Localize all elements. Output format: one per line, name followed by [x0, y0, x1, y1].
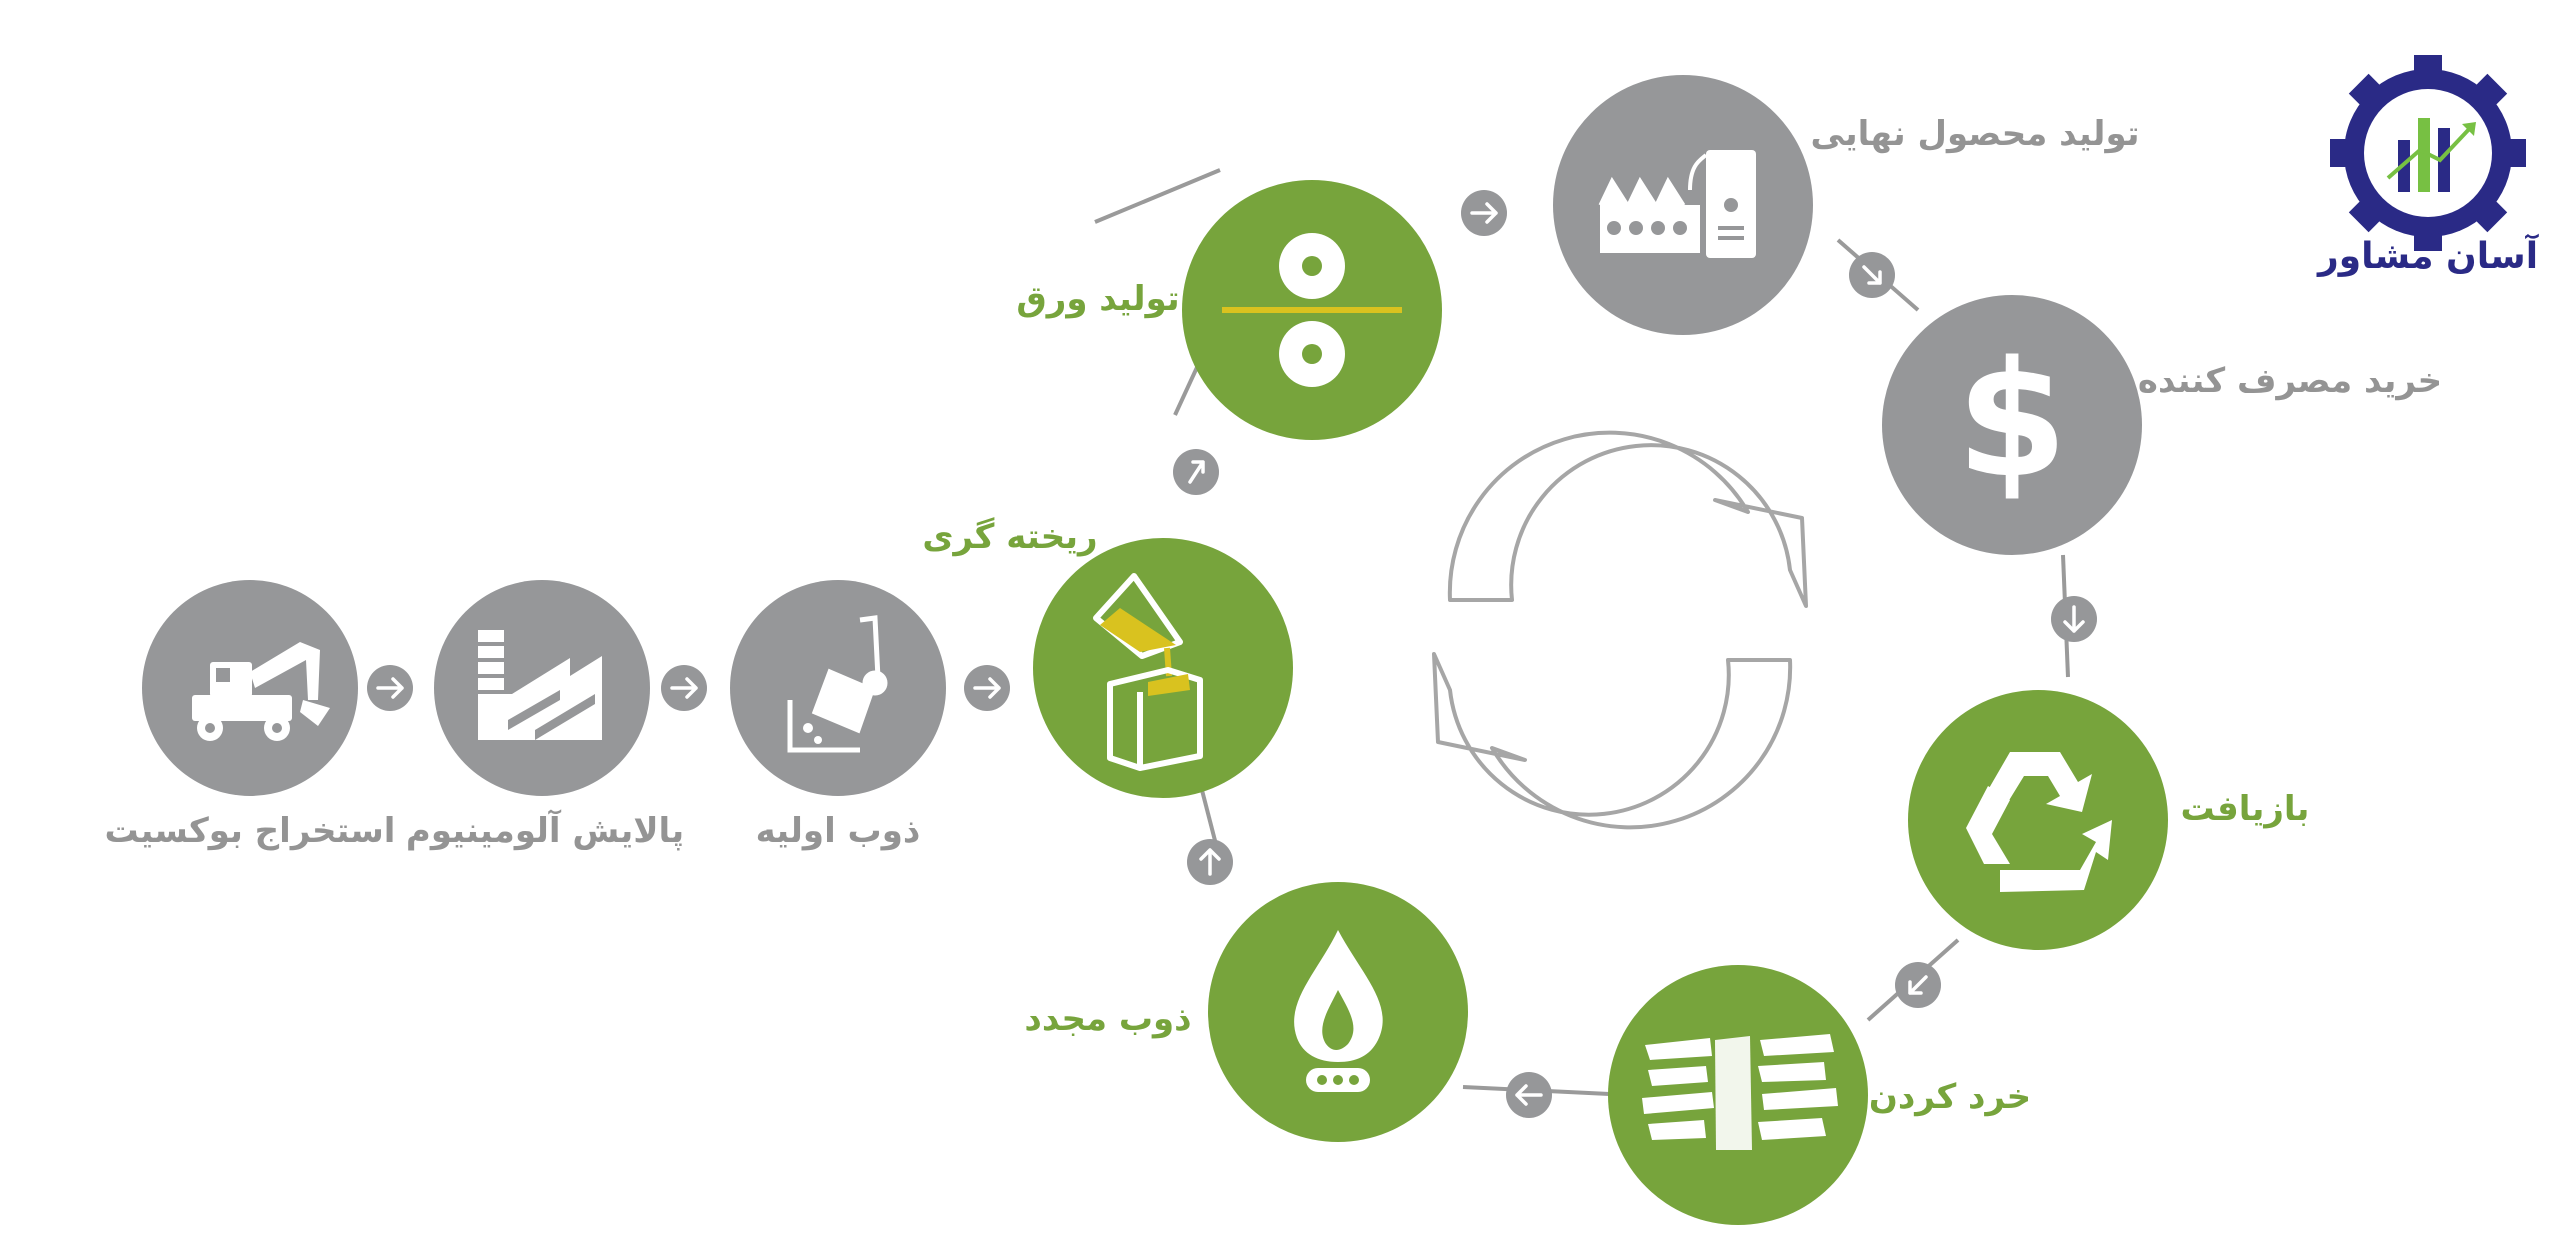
stage-consumer-purchase: $	[1882, 295, 2142, 555]
label-recycling: بازیافت	[2181, 789, 2310, 829]
arrow-badge-3	[964, 665, 1010, 711]
casting-mold-icon	[1093, 573, 1203, 771]
bar-chart-icon	[2386, 118, 2476, 192]
arrow-badge-10	[1187, 839, 1233, 885]
label-remelting: ذوب مجدد	[1024, 999, 1191, 1039]
arrow-badge-5	[1461, 190, 1507, 236]
stage-primary-smelting	[730, 580, 946, 796]
production-line-icon	[1598, 150, 1756, 258]
stage-recycling	[1908, 690, 2168, 950]
arrow-badge-2	[661, 665, 707, 711]
arrow-badge-7	[2051, 596, 2097, 642]
ladle-icon	[787, 615, 888, 753]
label-consumer-purchase: خرید مصرف کننده	[2138, 361, 2442, 401]
label-casting: ریخته گری	[922, 517, 1097, 557]
stage-manufacturing	[1553, 75, 1813, 335]
factory-icon	[478, 630, 602, 740]
stage-alumina-refining	[434, 580, 650, 796]
label-rolling: تولید ورق	[1016, 279, 1179, 319]
arrow-badge-8	[1895, 962, 1941, 1008]
stage-rolling	[1182, 180, 1442, 440]
arrow-badge-6	[1849, 252, 1895, 298]
label-bauxite-mining: استخراج بوکسیت	[105, 811, 396, 851]
dollar-sign-icon: $	[1956, 326, 2067, 513]
label-primary-smelting: ذوب اولیه	[756, 811, 921, 851]
flame-icon	[1294, 930, 1383, 1092]
excavator-icon	[192, 642, 330, 741]
stage-casting	[1033, 538, 1293, 798]
stage-shredding	[1608, 965, 1868, 1225]
stage-bauxite-mining	[142, 580, 358, 796]
label-manufacturing: تولید محصول نهایی	[1810, 114, 2139, 154]
label-alumina-refining: پالایش آلومینیوم	[406, 809, 684, 851]
label-shredding: خرد کردن	[1869, 1077, 2031, 1117]
arrow-badge-9	[1506, 1072, 1552, 1118]
arrow-badge-4	[1173, 449, 1219, 495]
shredded-pieces-icon	[1642, 1034, 1838, 1150]
brand-logo: آسان مشاور	[2316, 55, 2540, 277]
stage-remelting	[1208, 882, 1468, 1142]
rolling-mill-icon	[1222, 233, 1402, 387]
cycle-arrows-icon	[1432, 430, 1808, 830]
brand-logo-text: آسان مشاور	[2316, 233, 2540, 277]
recycle-icon	[1966, 752, 2112, 892]
arrow-badge-1	[367, 665, 413, 711]
